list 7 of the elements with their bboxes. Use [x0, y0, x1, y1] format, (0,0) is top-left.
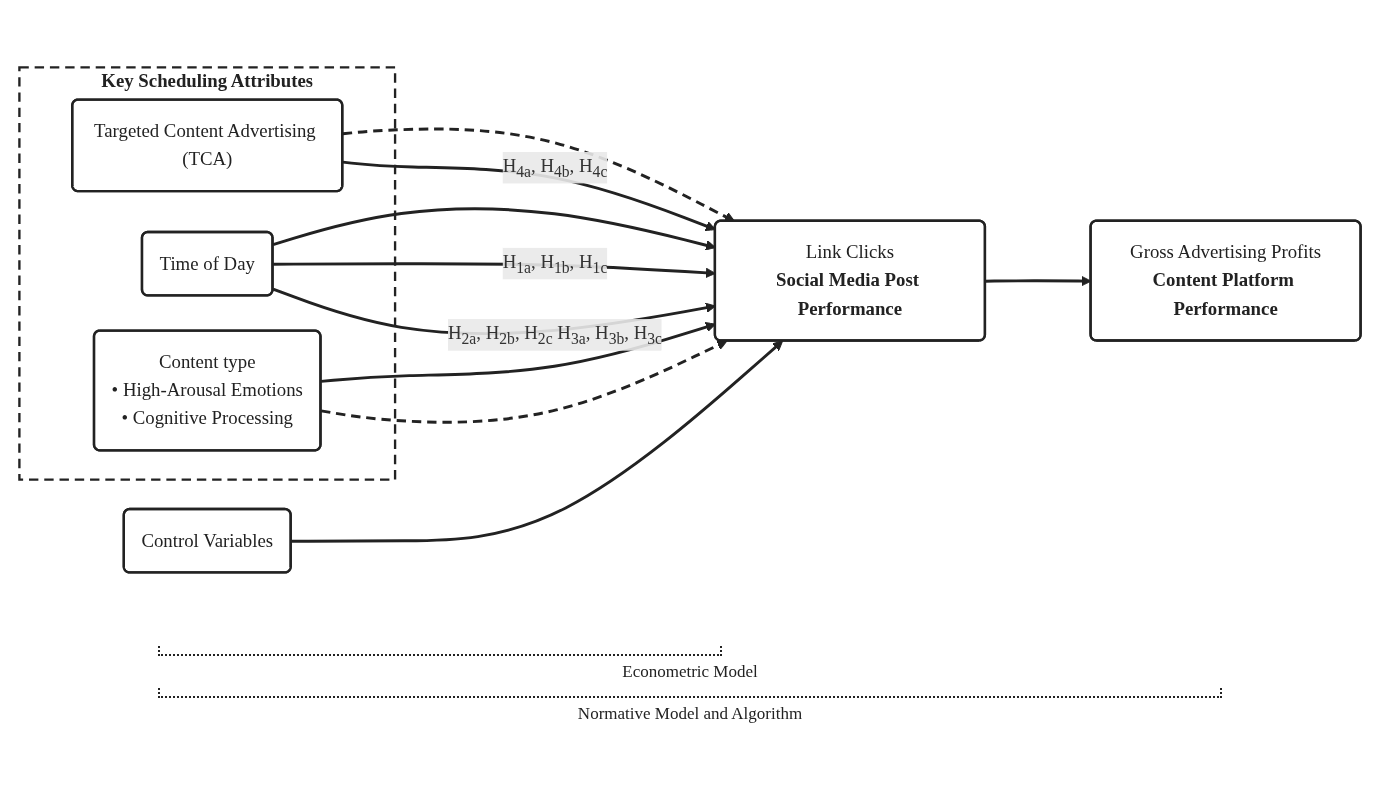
edge-label: H$_{2a}$, H$_{2b}$, H$_{2c}$ H$_{3a}$, H$_{3b}$, H$_{3c}$ — [447, 322, 663, 348]
arrow — [291, 340, 784, 543]
bracket-label: Normative Model and Algorithm — [576, 704, 804, 724]
edge-label: H$_{1a}$, H$_{1b}$, H$_{1c}$ — [502, 251, 608, 277]
bracket-label: Econometric Model — [621, 662, 759, 682]
arrow — [320, 340, 728, 424]
edge-label: H$_{4a}$, H$_{4b}$, H$_{4c}$ — [502, 155, 608, 181]
